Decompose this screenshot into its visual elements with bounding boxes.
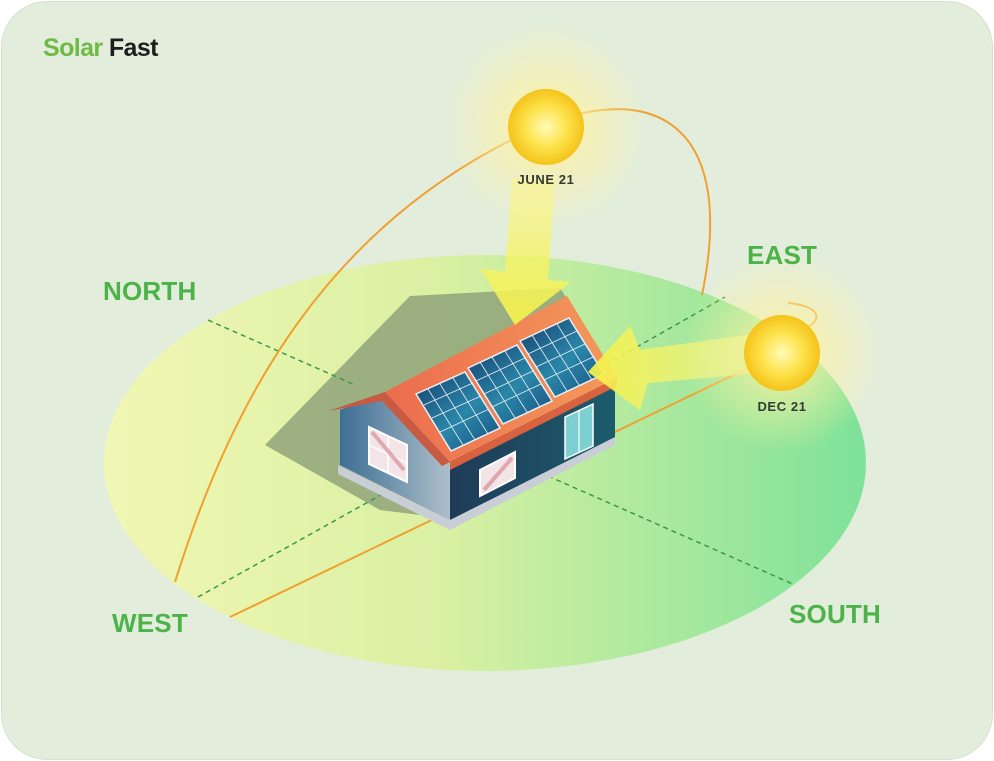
solar-panel — [466, 344, 554, 425]
house-window — [479, 450, 516, 498]
winter-sun-label: DEC 21 — [757, 399, 807, 414]
house-door — [564, 402, 594, 461]
sun-icon — [444, 25, 648, 229]
logo-word-solar: Solar — [43, 34, 103, 62]
house-foundation — [338, 436, 615, 530]
house-window — [368, 425, 408, 484]
logo: Solar Fast — [43, 34, 159, 63]
compass-label-east: EAST — [747, 240, 818, 270]
solar-panel — [414, 371, 502, 452]
house-illustration — [328, 296, 617, 530]
compass-label-west: WEST — [112, 608, 188, 638]
logo-word-fast: Fast — [108, 34, 159, 62]
solar-panel-array — [414, 317, 606, 452]
compass-label-north: NORTH — [103, 276, 197, 306]
summer-sun-label: JUNE 21 — [517, 172, 575, 187]
roof-edge — [450, 378, 617, 470]
sun-icon — [682, 253, 882, 453]
roof-eave — [328, 392, 450, 466]
compass-label-south: SOUTH — [789, 599, 881, 629]
